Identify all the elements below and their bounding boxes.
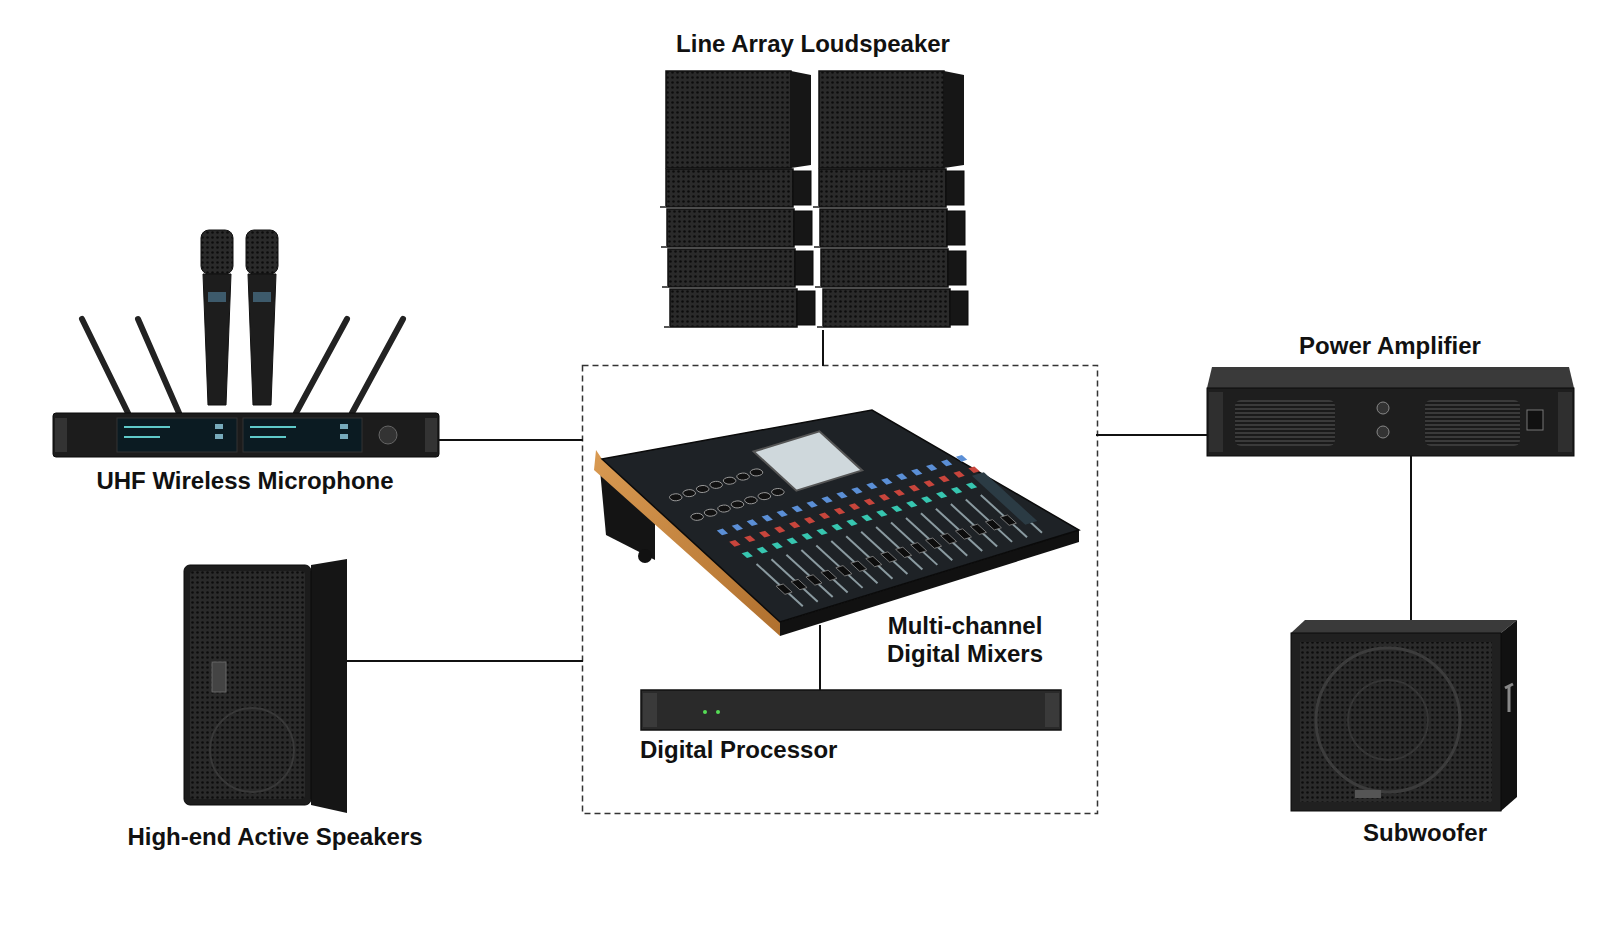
equipment-label: High-end Active Speakers — [127, 823, 422, 851]
connector-line — [1096, 434, 1207, 436]
connector-line — [347, 660, 583, 662]
equipment-label: Subwoofer — [1363, 819, 1487, 847]
equipment-node: Line Array Loudspeaker — [660, 70, 970, 330]
equipment-node: Power Amplifier — [1207, 367, 1574, 456]
equipment-label: UHF Wireless Microphone — [96, 467, 393, 495]
equipment-node: Multi-channel Digital Mixers — [583, 366, 1096, 625]
connector-line — [439, 439, 583, 441]
equipment-label: Line Array Loudspeaker — [676, 30, 950, 58]
equipment-label: Power Amplifier — [1299, 332, 1481, 360]
equipment-node: UHF Wireless Microphone — [53, 228, 439, 457]
equipment-label: Digital Processor — [640, 736, 837, 764]
connector-line — [822, 330, 824, 366]
equipment-node: Digital Processor — [641, 690, 1061, 730]
connector-line — [1410, 456, 1412, 620]
equipment-node: High-end Active Speakers — [184, 559, 347, 813]
connector-line — [819, 625, 821, 690]
equipment-label: Multi-channel Digital Mixers — [870, 612, 1060, 668]
equipment-node: Subwoofer — [1291, 620, 1517, 811]
